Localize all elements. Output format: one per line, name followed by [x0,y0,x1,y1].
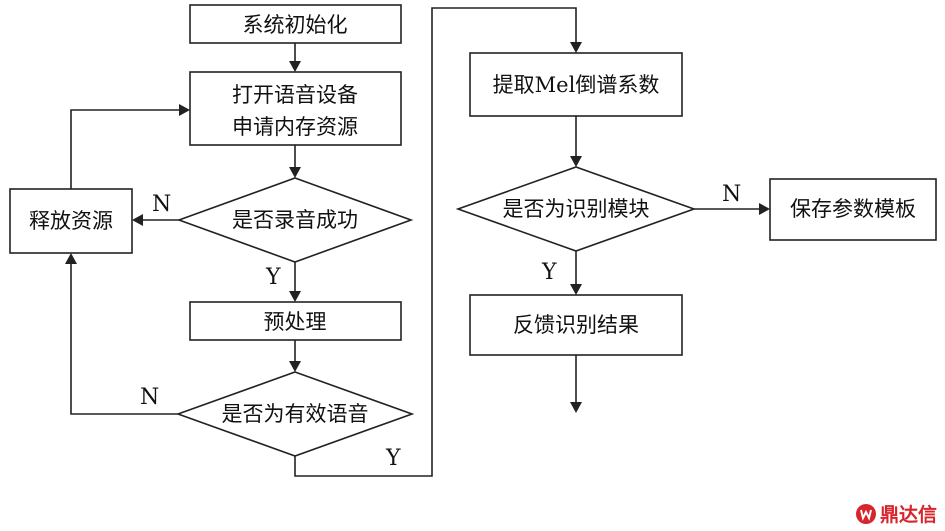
recognition-yes-label: Y [541,260,557,285]
preprocess-box [189,301,402,341]
open-device-label: 打开语音设备 [232,83,358,107]
init-label: 系统初始化 [243,13,348,37]
extract-mel-box [469,52,683,117]
extract-mel-label: 提取Mel倒谱系数 [493,73,660,97]
recognition-decision-label: 是否为识别模块 [503,197,650,221]
record-yes-label: Y [265,265,281,290]
arrowhead [289,61,301,72]
arrowhead [759,203,770,215]
recognition-no-label: N [722,182,741,207]
release-label: 释放资源 [29,209,113,233]
arrowhead [132,214,143,226]
arrowhead [289,291,301,302]
arrow-valid-yes-to-extract [294,7,577,477]
valid-no-label: N [140,385,159,410]
record-no-label: N [152,192,171,217]
feedback-label: 反馈识别结果 [513,313,639,337]
open-device-box [189,71,402,146]
save-template-box [769,178,937,241]
arrowhead [570,156,582,167]
arrowhead [570,284,582,295]
arrowhead [289,361,301,372]
alloc-memory-label: 申请内存资源 [232,115,358,139]
arrowhead [570,42,582,53]
arrow-release-to-open [70,109,180,189]
valid-speech-label: 是否为有效语音 [222,402,369,426]
arrowhead [65,253,77,264]
watermark-logo-icon [855,503,876,524]
watermark: 鼎达信 [855,500,937,527]
watermark-text: 鼎达信 [879,504,937,526]
record-decision-label: 是否录音成功 [232,208,358,232]
valid-yes-label: Y [385,446,401,471]
save-template-label: 保存参数模板 [790,197,916,221]
preprocess-label: 预处理 [264,310,327,334]
init-box [189,4,402,44]
arrowhead [570,402,582,413]
arrowhead [289,167,301,178]
arrow-valid-no-to-release [70,263,178,415]
arrowhead [179,104,190,116]
